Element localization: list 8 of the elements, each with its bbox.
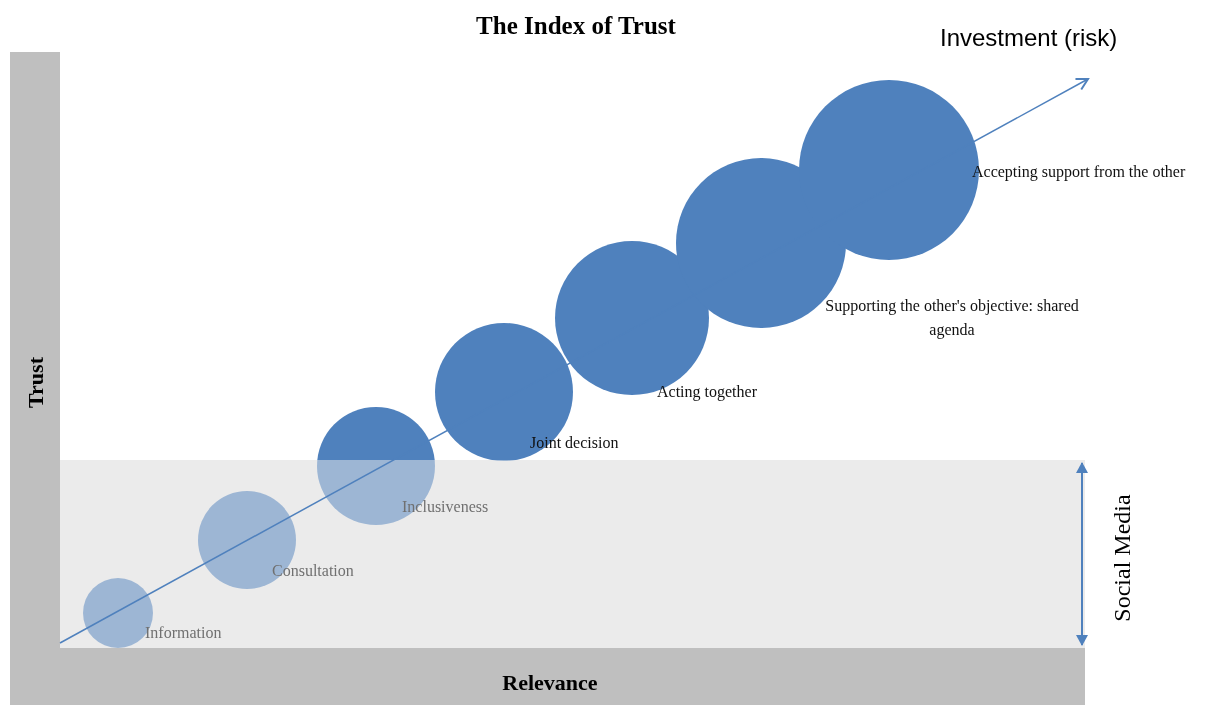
axis-label: Relevance: [501, 669, 599, 697]
stage-label: Information: [145, 623, 223, 643]
dimension-label: Social Media: [1108, 493, 1136, 624]
title: The Index of Trust: [475, 11, 677, 41]
stage-label: Acting together: [657, 382, 758, 403]
axis-label: Investment (risk): [940, 23, 1118, 53]
stage-label: Supporting the other's objective: shared agenda: [824, 296, 1080, 341]
axis-label: Trust: [21, 356, 49, 410]
